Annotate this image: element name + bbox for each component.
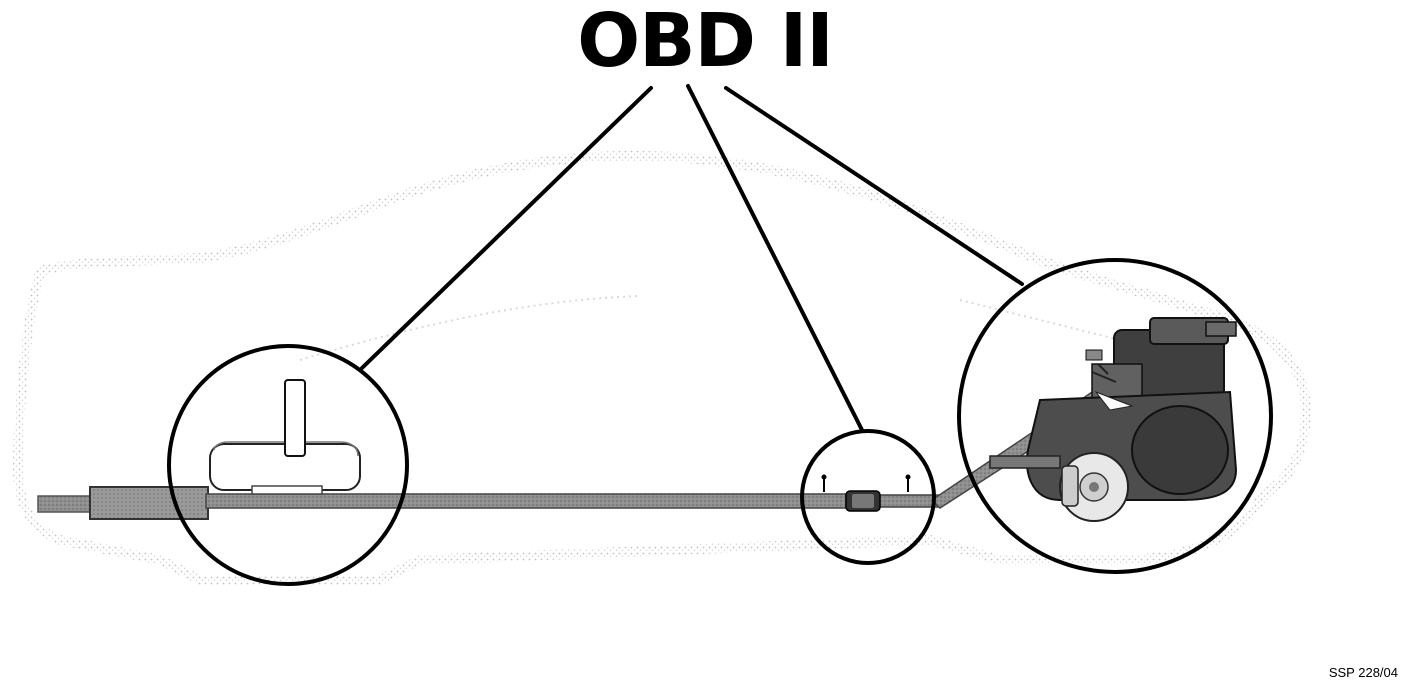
engine-icon — [989, 317, 1238, 522]
callout-line-catalytic-converter — [686, 84, 864, 432]
callout-line-engine — [724, 86, 1024, 286]
engine-detail-circle — [957, 258, 1273, 574]
rear-muffler — [89, 486, 209, 520]
detail-circles — [167, 258, 1273, 586]
fuel-tank-icon — [209, 379, 361, 495]
exhaust-pipe-rear — [875, 494, 939, 508]
callout-lines — [360, 84, 1024, 432]
catalytic-converter-detail-circle — [800, 429, 936, 565]
reference-code: SSP 228/04 — [1328, 665, 1398, 680]
fuel-tank-detail-circle — [167, 344, 409, 586]
exhaust-pipe — [205, 493, 847, 509]
filler-neck — [284, 379, 306, 457]
callout-line-fuel-tank — [360, 86, 653, 370]
diagram-title: OBD II — [577, 0, 834, 84]
exhaust-system — [37, 378, 1122, 520]
catalytic-converter-icon — [821, 474, 911, 512]
